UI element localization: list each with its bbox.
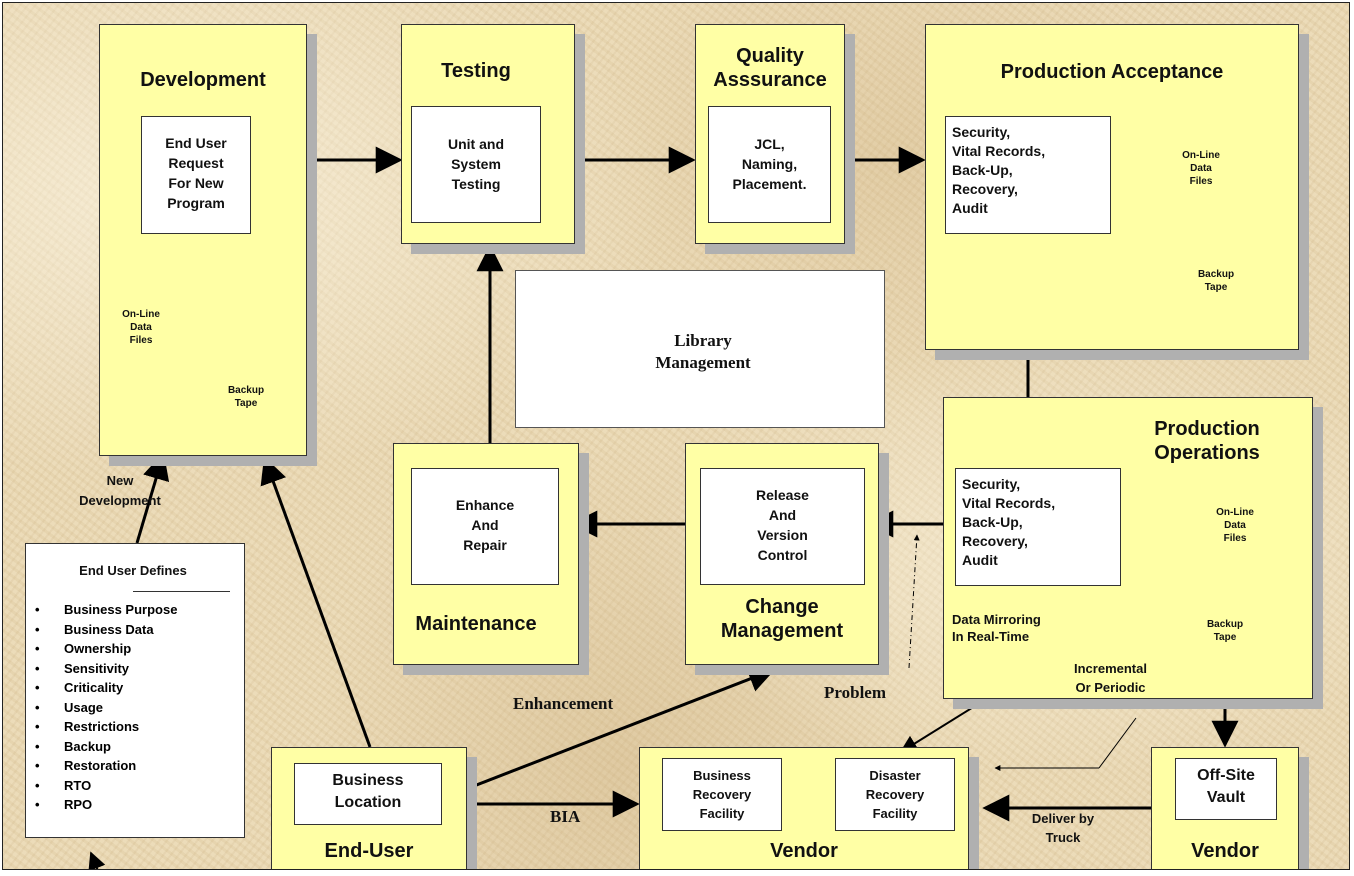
unit-system-testing-box: [411, 106, 541, 223]
business-recovery-box: [662, 758, 782, 831]
off-site-vault-text: Off-Site Vault: [1197, 767, 1255, 806]
criteria-item: Ownership: [31, 639, 177, 659]
library-management-label: Library Management: [655, 331, 751, 372]
acceptance-controls-box: [945, 116, 1111, 234]
bia-label: BIA: [550, 807, 581, 826]
business-location-box: [294, 763, 442, 825]
production-operations-title: Production Operations: [1154, 418, 1260, 464]
criteria-item: RPO: [31, 795, 177, 815]
end-user-criteria-list: Business PurposeBusiness DataOwnershipSe…: [31, 600, 177, 815]
business-recovery-text: Business Recovery Facility: [692, 768, 752, 821]
criteria-item: Sensitivity: [31, 659, 177, 679]
maintenance-title: Maintenance: [415, 613, 537, 635]
release-version-box: [700, 468, 865, 585]
production-acceptance-title: Production Acceptance: [1000, 61, 1224, 83]
development-panel: [99, 24, 307, 456]
end-user-title: End-User: [324, 840, 414, 862]
disaster-recovery-box: [835, 758, 955, 831]
disaster-recovery-text: Disaster Recovery Facility: [865, 768, 925, 821]
unit-system-testing-text: Unit and System Testing: [448, 136, 504, 192]
criteria-item: Usage: [31, 698, 177, 718]
external-arrow-bottom-left: [88, 851, 106, 869]
acceptance-online-files-label: On-Line Data Files: [1182, 150, 1220, 187]
deliver-by-truck-label: Deliver by Truck: [1031, 811, 1095, 845]
vendor-recovery-title: Vendor: [770, 840, 838, 862]
incremental-line-a: [1098, 717, 1137, 769]
criteria-item: Restoration: [31, 756, 177, 776]
jcl-naming-box: [708, 106, 831, 223]
enhancement-label: Enhancement: [513, 694, 614, 713]
location-to-development-arrow: [260, 456, 372, 748]
change-management-title: Change Management: [720, 596, 844, 642]
vendor-vault-title: Vendor: [1191, 840, 1259, 862]
library-management-box: [515, 270, 885, 428]
release-version-text: Release And Version Control: [756, 487, 809, 563]
data-mirroring-label: Data Mirroring In Real-Time: [952, 612, 1041, 644]
development-title: Development: [140, 69, 266, 91]
development-backup-tape-label: Backup Tape: [227, 385, 265, 409]
end-user-request-box: [141, 116, 251, 234]
acceptance-backup-tape-label: Backup Tape: [1197, 269, 1235, 293]
acceptance-controls-text: Security, Vital Records, Back-Up, Recove…: [952, 124, 1046, 216]
criteria-item: Criticality: [31, 678, 177, 698]
enhance-repair-box: [411, 468, 559, 585]
end-user-defines-heading: End User Defines: [79, 563, 187, 578]
criteria-item: Business Purpose: [31, 600, 177, 620]
end-user-defines-divider: [133, 591, 230, 592]
operations-controls-text: Security, Vital Records, Back-Up, Recove…: [962, 476, 1056, 568]
problem-arrow: [908, 534, 920, 669]
quality-assurance-title: Quality Asssurance: [713, 45, 827, 91]
enhance-repair-text: Enhance And Repair: [455, 497, 515, 553]
operations-controls-box: [955, 468, 1121, 586]
development-online-files-label: On-Line Data Files: [122, 309, 160, 346]
criteria-item: Restrictions: [31, 717, 177, 737]
operations-backup-tape-label: Backup Tape: [1206, 619, 1244, 643]
criteria-item: Business Data: [31, 620, 177, 640]
operations-online-files-label: On-Line Data Files: [1216, 507, 1254, 544]
new-development-label: New Development: [79, 473, 161, 508]
criteria-item: RTO: [31, 776, 177, 796]
criteria-item: Backup: [31, 737, 177, 757]
end-user-request-text: End User Request For New Program: [165, 135, 227, 211]
problem-label: Problem: [824, 683, 887, 702]
testing-title: Testing: [441, 60, 511, 82]
off-site-vault-box: [1175, 758, 1277, 820]
jcl-naming-text: JCL, Naming, Placement.: [732, 136, 807, 192]
business-location-text: Business Location: [332, 772, 404, 811]
incremental-periodic-label: Incremental Or Periodic: [1074, 661, 1147, 695]
